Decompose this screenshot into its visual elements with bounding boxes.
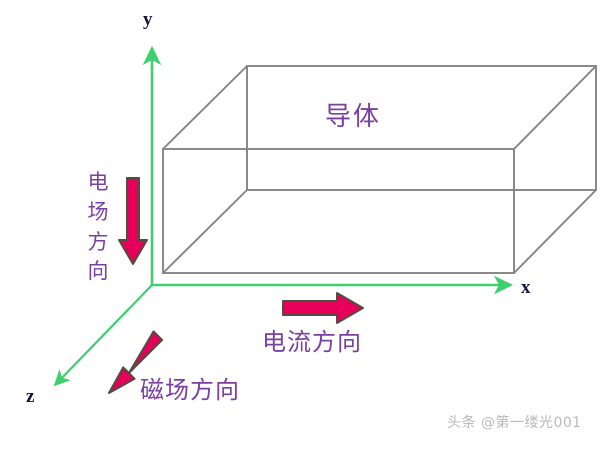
electric-field-direction-label: 电场方向 [87, 170, 109, 284]
magnetic-field-direction-label: 磁场方向 [140, 376, 240, 404]
x-axis-label: x [521, 277, 531, 298]
conductor-box [162, 65, 597, 274]
current-arrow [282, 292, 364, 324]
magnetic-field-arrow [108, 330, 164, 394]
conductor-label: 导体 [325, 102, 382, 132]
conductor-box-front-face [162, 148, 515, 274]
conductor-box-back-face [246, 65, 597, 191]
current-direction-label: 电流方向 [262, 328, 362, 356]
conductor-box-edge-bottom-left [162, 189, 248, 274]
conductor-box-edge-bottom-right [513, 189, 597, 274]
y-axis-label: y [143, 9, 153, 30]
coordinate-axes [53, 45, 514, 387]
conductor-box-edge-top-right [513, 65, 597, 150]
z-axis-line [53, 284, 153, 387]
watermark: 头条 @第一缕光001 [447, 415, 582, 431]
z-axis-label: z [26, 386, 35, 407]
conductor-box-edge-top-left [162, 65, 248, 150]
electric-field-arrow [118, 177, 148, 265]
